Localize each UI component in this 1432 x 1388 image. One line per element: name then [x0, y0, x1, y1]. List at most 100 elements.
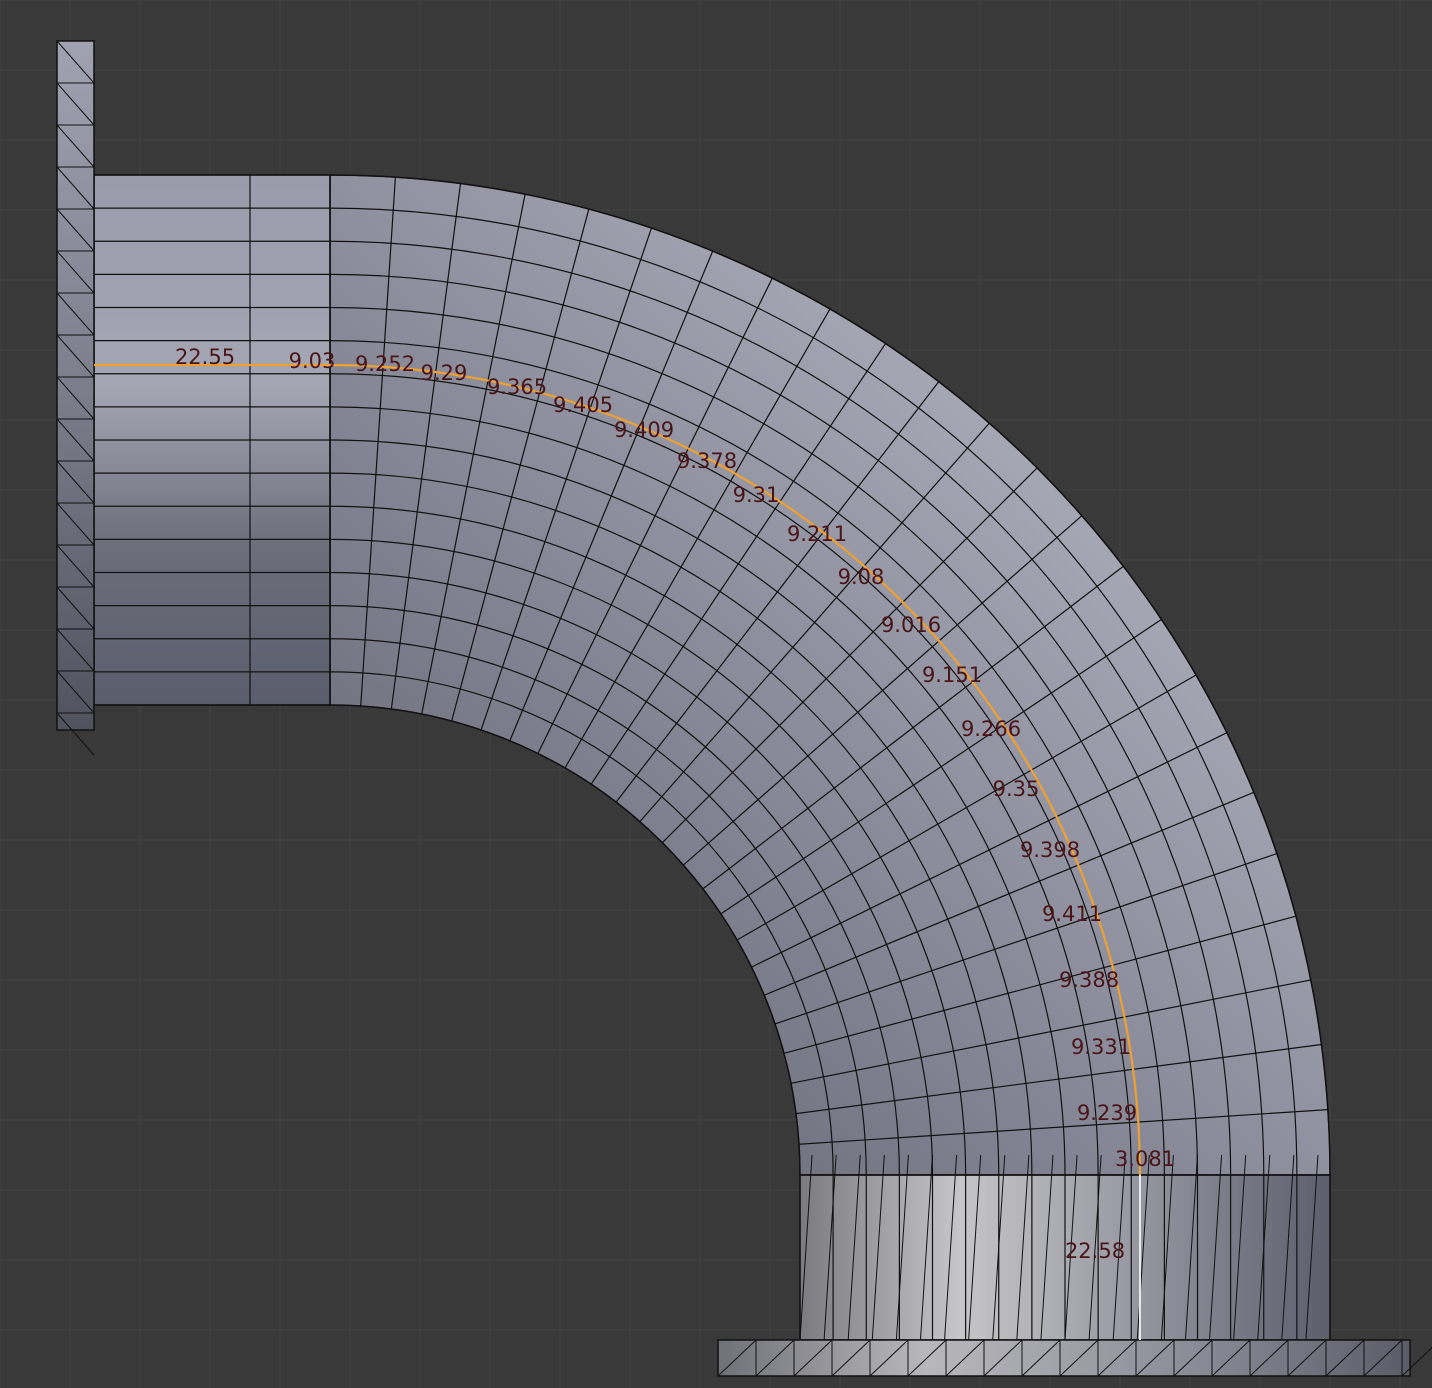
edge-length-label: 9.378 — [677, 449, 737, 473]
mesh-edge — [1233, 1154, 1247, 1341]
mesh-edge — [755, 1339, 795, 1377]
edge-length-label: 9.409 — [614, 418, 674, 442]
mesh-edge — [1305, 1154, 1319, 1341]
mesh-edge — [682, 515, 1083, 866]
selected-edge-loop[interactable] — [94, 363, 1142, 1340]
edge-length-label: 9.35 — [993, 777, 1040, 801]
mesh-edge — [945, 1339, 985, 1377]
mesh-edge — [56, 334, 95, 378]
flange-wireframe — [56, 40, 1432, 1377]
mesh-edge — [1325, 1339, 1365, 1377]
mesh-edge — [56, 628, 95, 672]
mesh-edge — [795, 1043, 1322, 1115]
mesh-edge — [790, 979, 1311, 1084]
mesh-edge — [56, 40, 95, 84]
mesh-edge — [1160, 1154, 1174, 1341]
mesh-edge — [451, 208, 590, 722]
mesh-edge — [907, 1339, 947, 1377]
edge-length-label: 9.151 — [922, 663, 982, 687]
mesh-edge — [56, 586, 95, 630]
mesh-edge — [793, 1339, 833, 1377]
mesh-edge — [869, 1339, 909, 1377]
mesh-edge — [639, 422, 990, 823]
mesh-edge — [56, 166, 95, 210]
mesh-edge — [390, 183, 462, 710]
mesh-edge — [720, 618, 1162, 915]
mesh-edge — [1059, 1339, 1099, 1377]
mesh-edge — [56, 124, 95, 168]
mesh-edge — [1064, 1154, 1078, 1341]
mesh-edge — [1021, 1339, 1061, 1377]
edge-length-label: 22.55 — [175, 345, 235, 369]
bottom-flange[interactable] — [717, 1339, 1411, 1377]
edge-length-label: 9.03 — [289, 349, 336, 373]
mesh-edge — [702, 565, 1124, 890]
mesh-edge — [360, 177, 397, 707]
edge-length-label: 9.239 — [1077, 1101, 1137, 1125]
mesh-edge — [329, 704, 801, 1176]
mesh-edge — [968, 1154, 982, 1341]
mesh-edge — [661, 467, 1038, 844]
mesh-edge — [1184, 1154, 1198, 1341]
mesh-edge — [421, 194, 526, 715]
selected-edge[interactable] — [329, 363, 1142, 1176]
mesh-edge — [1040, 1154, 1054, 1341]
mesh-edge — [944, 1154, 958, 1341]
mesh-edge — [992, 1154, 1006, 1341]
mesh-edge — [799, 1154, 813, 1341]
edge-length-labels: 22.55 9.03 9.252 9.29 9.365 9.405 9.409 … — [175, 345, 1175, 1263]
mesh-edge — [717, 1339, 757, 1377]
mesh-edge — [564, 308, 831, 769]
mesh-edge — [1401, 1346, 1432, 1377]
edge-length-label: 22.58 — [1065, 1239, 1125, 1263]
mesh-edge — [774, 852, 1278, 1025]
mesh-edge — [1287, 1339, 1327, 1377]
mesh-edge — [1211, 1339, 1251, 1377]
mesh-edge — [823, 1154, 837, 1341]
mesh-edge — [56, 250, 95, 294]
mesh-edge — [736, 674, 1197, 941]
edge-length-label: 9.398 — [1020, 838, 1080, 862]
mesh-edge — [1016, 1154, 1030, 1341]
edge-length-label: 9.388 — [1059, 968, 1119, 992]
mesh-edge — [1281, 1154, 1295, 1341]
edge-length-label: 9.252 — [355, 352, 415, 376]
mesh-edge — [763, 791, 1255, 996]
mesh-edge — [56, 82, 95, 126]
edge-length-label: 9.31 — [733, 483, 780, 507]
mesh-edge — [1363, 1339, 1403, 1377]
edge-length-label: 9.405 — [553, 393, 613, 417]
mesh-edge — [56, 502, 95, 546]
mesh-edge — [615, 381, 940, 803]
edge-length-label: 9.08 — [838, 565, 885, 589]
mesh-edge — [1257, 1154, 1271, 1341]
mesh-edge — [56, 376, 95, 420]
mesh-edge — [783, 915, 1297, 1054]
mesh-edge — [798, 1108, 1328, 1145]
edge-length-label: 9.411 — [1042, 902, 1102, 926]
left-flange[interactable] — [56, 40, 95, 731]
pipe-mesh[interactable] — [56, 40, 1432, 1377]
mesh-edge — [847, 1154, 861, 1341]
mesh-edge — [56, 712, 95, 756]
edge-length-label: 9.331 — [1071, 1035, 1131, 1059]
mesh-edge — [751, 732, 1228, 968]
mesh-edge — [871, 1154, 885, 1341]
edge-length-label: 9.211 — [787, 522, 847, 546]
mesh-edge — [56, 418, 95, 462]
mesh-edge — [537, 277, 773, 754]
mesh-edge — [590, 343, 887, 785]
mesh-edge — [1135, 1339, 1175, 1377]
mesh-edge — [983, 1339, 1023, 1377]
mesh-edge — [56, 544, 95, 588]
mesh-edge — [56, 670, 95, 714]
mesh-edge — [1112, 1154, 1126, 1341]
mesh-edge — [1088, 1154, 1102, 1341]
mesh-edge — [831, 1339, 871, 1377]
mesh-edge — [919, 1154, 933, 1341]
mesh-edge — [509, 250, 714, 742]
edge-length-label: 9.266 — [961, 717, 1021, 741]
mesh-edge — [480, 227, 653, 731]
